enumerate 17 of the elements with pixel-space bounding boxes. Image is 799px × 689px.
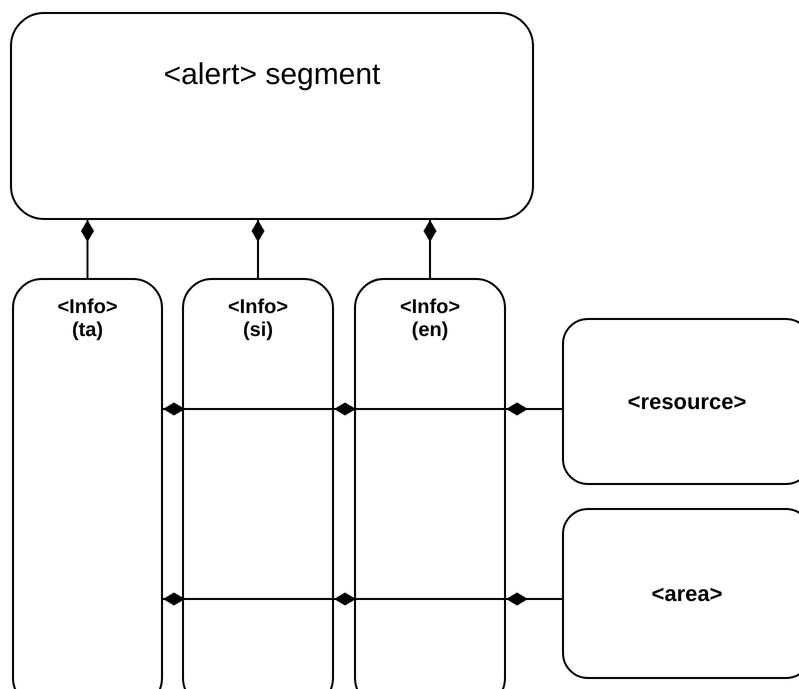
node-label: <alert> segment [164, 58, 380, 92]
connector [81, 220, 94, 278]
node-label: <resource> [626, 388, 748, 414]
area-box [562, 508, 799, 679]
resource-box [562, 318, 799, 485]
connector [163, 592, 562, 606]
node-label: <Info> (ta) [56, 296, 118, 342]
info-box [182, 278, 334, 689]
info-box [354, 278, 506, 689]
connector [163, 402, 562, 416]
segment-box [10, 12, 534, 220]
connector [252, 220, 264, 278]
info-box [12, 278, 163, 689]
node-label: <Info> (en) [398, 296, 461, 342]
connector [424, 220, 436, 278]
node-label: <Info> (si) [226, 296, 289, 342]
node-label: <area> [650, 580, 724, 606]
